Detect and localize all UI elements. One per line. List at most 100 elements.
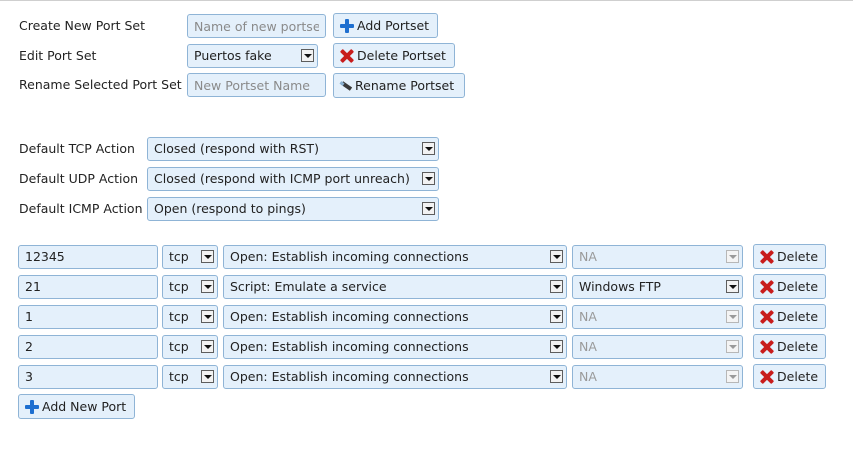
rename-portset-label-text: Rename Portset (355, 78, 455, 93)
delete-port-button[interactable]: Delete (753, 274, 826, 299)
protocol-select[interactable]: tcp (162, 275, 218, 299)
chevron-down-icon (201, 340, 214, 353)
port-number-value: 1 (25, 309, 33, 324)
default-tcp-select[interactable]: Closed (respond with RST) (147, 137, 439, 161)
port-number-input[interactable]: 3 (18, 365, 158, 389)
rename-portset-button[interactable]: Rename Portset (333, 73, 465, 98)
port-action-value: Script: Emulate a service (230, 279, 387, 294)
delete-x-icon (340, 49, 354, 63)
chevron-down-icon (550, 280, 563, 293)
port-action-value: Open: Establish incoming connections (230, 369, 469, 384)
port-number-value: 12345 (25, 249, 65, 264)
port-action-value: Open: Establish incoming connections (230, 249, 469, 264)
default-icmp-select[interactable]: Open (respond to pings) (147, 197, 439, 221)
chevron-down-icon (550, 340, 563, 353)
delete-port-button[interactable]: Delete (753, 304, 826, 329)
protocol-value: tcp (169, 309, 189, 324)
delete-port-label: Delete (777, 279, 819, 294)
protocol-select[interactable]: tcp (162, 305, 218, 329)
delete-x-icon (760, 250, 774, 264)
service-select: NA (572, 335, 743, 359)
service-value: NA (579, 249, 597, 264)
top-border (0, 0, 853, 1)
port-action-select[interactable]: Open: Establish incoming connections (223, 245, 567, 269)
port-action-select[interactable]: Open: Establish incoming connections (223, 305, 567, 329)
delete-x-icon (760, 340, 774, 354)
chevron-down-icon (201, 370, 214, 383)
edit-portset-label: Edit Port Set (19, 48, 97, 63)
portset-select-value: Puertos fake (194, 48, 272, 63)
new-portset-name-input[interactable] (187, 14, 326, 38)
chevron-down-icon (726, 250, 739, 263)
service-select: NA (572, 245, 743, 269)
delete-x-icon (760, 280, 774, 294)
chevron-down-icon (201, 280, 214, 293)
delete-port-button[interactable]: Delete (753, 244, 826, 269)
protocol-select[interactable]: tcp (162, 245, 218, 269)
chevron-down-icon (422, 172, 435, 185)
service-value: NA (579, 309, 597, 324)
service-select: NA (572, 365, 743, 389)
rename-portset-input[interactable] (187, 73, 326, 97)
add-portset-button[interactable]: Add Portset (333, 13, 438, 38)
port-number-input[interactable]: 2 (18, 335, 158, 359)
port-number-value: 3 (25, 369, 33, 384)
service-select: NA (572, 305, 743, 329)
default-udp-select[interactable]: Closed (respond with ICMP port unreach) (147, 167, 439, 191)
port-number-input[interactable]: 1 (18, 305, 158, 329)
port-number-input[interactable]: 21 (18, 275, 158, 299)
chevron-down-icon (550, 310, 563, 323)
chevron-down-icon (201, 250, 214, 263)
delete-port-label: Delete (777, 369, 819, 384)
plus-icon (25, 399, 39, 414)
protocol-value: tcp (169, 279, 189, 294)
port-action-select[interactable]: Open: Establish incoming connections (223, 335, 567, 359)
port-number-input[interactable]: 12345 (18, 245, 158, 269)
delete-port-label: Delete (777, 339, 819, 354)
chevron-down-icon (726, 280, 739, 293)
port-number-value: 2 (25, 339, 33, 354)
delete-port-button[interactable]: Delete (753, 334, 826, 359)
rename-portset-label: Rename Selected Port Set (19, 77, 182, 92)
delete-x-icon (760, 310, 774, 324)
protocol-value: tcp (169, 249, 189, 264)
default-icmp-label: Default ICMP Action (19, 201, 143, 216)
plus-icon (340, 18, 354, 33)
service-value: NA (579, 369, 597, 384)
default-tcp-value: Closed (respond with RST) (154, 141, 319, 156)
default-icmp-value: Open (respond to pings) (154, 201, 306, 216)
add-new-port-label: Add New Port (42, 399, 127, 414)
chevron-down-icon (301, 49, 314, 62)
delete-x-icon (760, 370, 774, 384)
chevron-down-icon (201, 310, 214, 323)
port-action-value: Open: Establish incoming connections (230, 339, 469, 354)
default-udp-value: Closed (respond with ICMP port unreach) (154, 171, 410, 186)
chevron-down-icon (726, 370, 739, 383)
service-select[interactable]: Windows FTP (572, 275, 743, 299)
delete-portset-button[interactable]: Delete Portset (333, 43, 455, 68)
port-action-select[interactable]: Script: Emulate a service (223, 275, 567, 299)
service-value: Windows FTP (579, 279, 661, 294)
port-number-value: 21 (25, 279, 41, 294)
delete-port-label: Delete (777, 249, 819, 264)
default-tcp-label: Default TCP Action (19, 141, 135, 156)
service-value: NA (579, 339, 597, 354)
protocol-select[interactable]: tcp (162, 335, 218, 359)
portset-select[interactable]: Puertos fake (187, 44, 318, 68)
port-action-value: Open: Establish incoming connections (230, 309, 469, 324)
chevron-down-icon (550, 250, 563, 263)
delete-port-label: Delete (777, 309, 819, 324)
create-portset-label: Create New Port Set (19, 18, 146, 33)
chevron-down-icon (422, 142, 435, 155)
default-udp-label: Default UDP Action (19, 171, 139, 186)
delete-port-button[interactable]: Delete (753, 364, 826, 389)
add-portset-label: Add Portset (357, 18, 430, 33)
protocol-value: tcp (169, 339, 189, 354)
add-new-port-button[interactable]: Add New Port (18, 394, 135, 419)
pen-icon (340, 79, 352, 93)
port-action-select[interactable]: Open: Establish incoming connections (223, 365, 567, 389)
protocol-select[interactable]: tcp (162, 365, 218, 389)
delete-portset-label: Delete Portset (357, 48, 446, 63)
protocol-value: tcp (169, 369, 189, 384)
chevron-down-icon (550, 370, 563, 383)
